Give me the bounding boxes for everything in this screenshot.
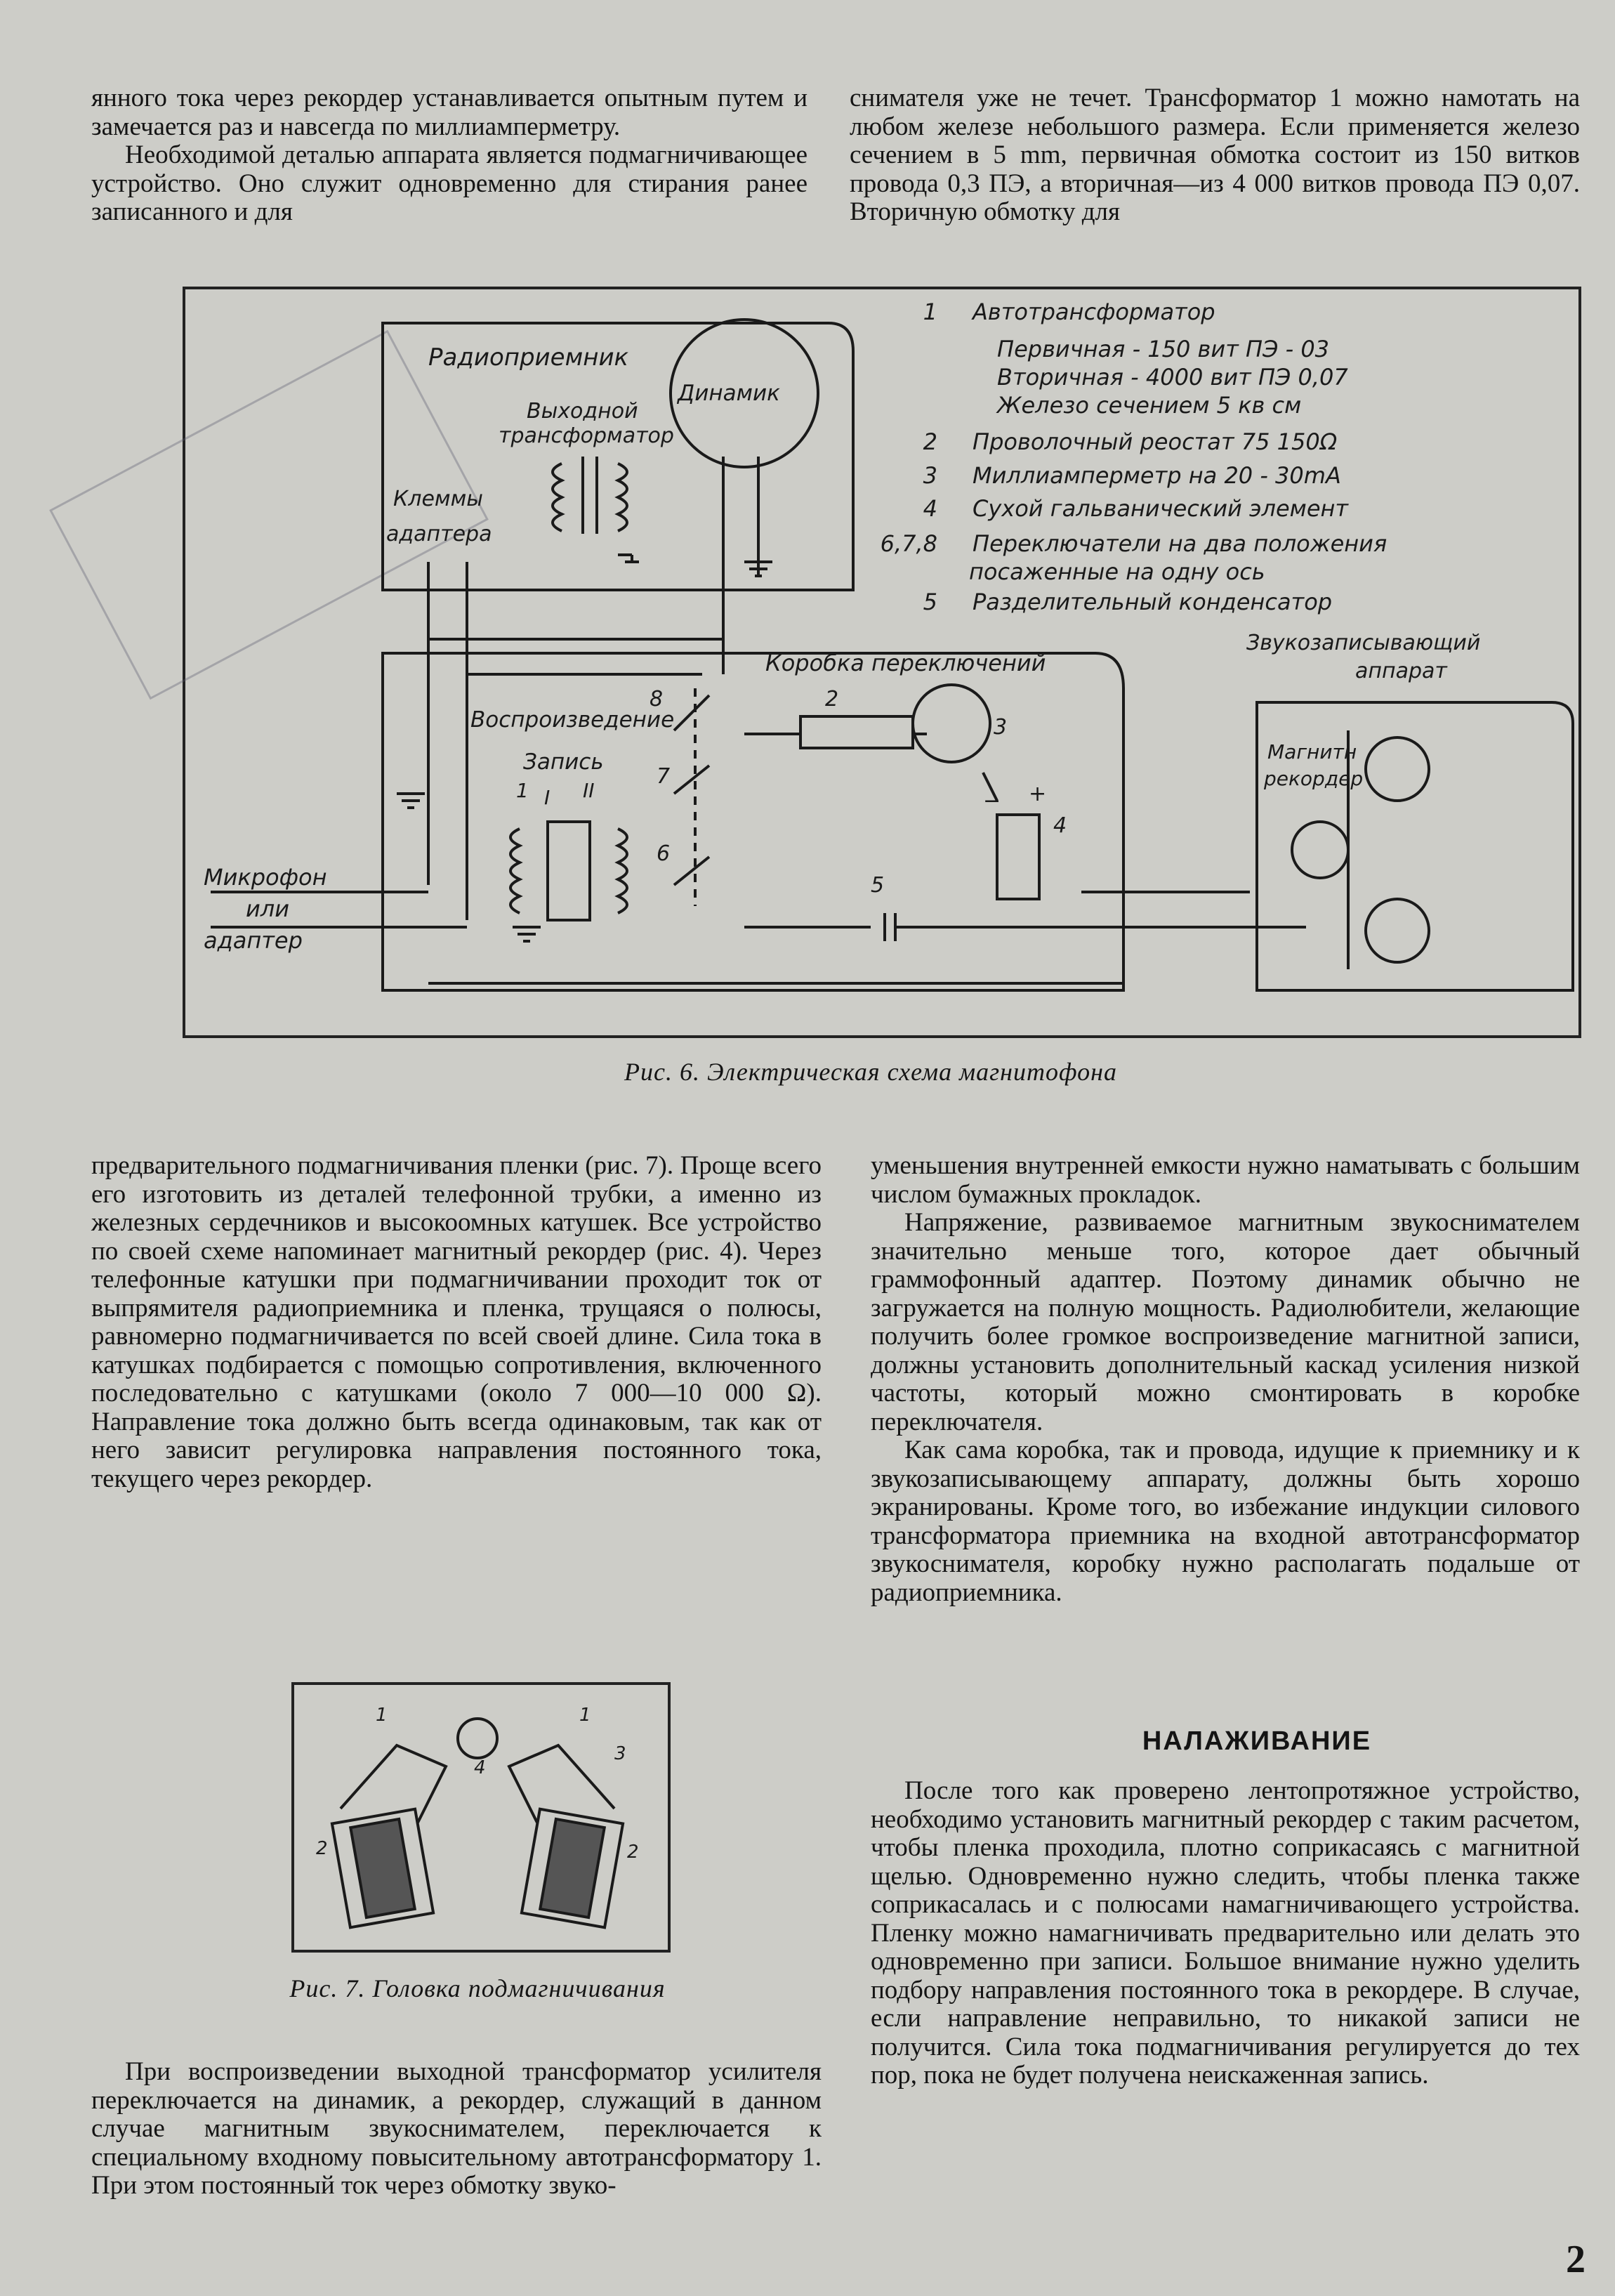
legend-number: 6,7,8 [881,530,937,557]
label-switch-box: Коробка переключений [765,650,1046,676]
legend-text: Проволочный реостат 75 150Ω [973,428,1338,455]
label-clamps-2: адаптера [386,522,492,546]
label-plus: + [1029,782,1046,806]
fig7-n1a: 1 [376,1705,388,1726]
legend-number: 1 [923,299,937,325]
paragraph: После того как проверено лентопротяжное … [871,1776,1580,2090]
label-n7: 7 [657,764,670,789]
fig7-n3: 3 [614,1743,626,1764]
label-recorder-app-2: аппарат [1355,659,1448,683]
paragraph: янного тока через рекордер устанавливает… [91,84,808,141]
legend-text: Разделительный конденсатор [973,589,1332,615]
label-mic-1: Микрофон [204,864,327,891]
label-mic-2: или [246,896,289,922]
figure-6-schematic: Радиоприемник Динамик Выходной трансформ… [204,299,1574,992]
figure-7-frame [291,1682,671,1953]
label-dynamic: Динамик [676,381,780,406]
legend-text: Сухой гальванический элемент [973,495,1349,522]
figure-6-frame [183,287,1581,1038]
label-minus: − [983,789,1001,813]
label-n3: 3 [994,715,1007,740]
label-clamps-1: Клеммы [393,487,483,511]
section-heading: НАЛАЖИВАНИЕ [1142,1726,1372,1756]
figure-6-caption: Рис. 6. Электрическая схема магнитофона [624,1058,1117,1086]
text-bottom-left: При воспроизведении выходной трансформат… [91,2057,822,2200]
label-magnetic-1: Магнитн [1267,740,1357,763]
paragraph: уменьшения внутренней емкости нужно нама… [871,1151,1580,1209]
fig7-n1b: 1 [579,1705,591,1726]
label-out-transformer-2: трансформатор [499,424,674,448]
label-radio: Радиоприемник [428,343,629,372]
text-mid-right: уменьшения внутренней емкости нужно нама… [871,1151,1580,1607]
label-nII: II [583,779,595,802]
label-n6: 6 [657,841,670,866]
label-out-transformer-1: Выходной [527,399,638,424]
legend-number: 4 [923,495,937,522]
paragraph: предварительного подмагничивания пленки … [91,1151,822,1493]
label-n4: 4 [1053,813,1067,838]
legend-text: Миллиамперметр на 20 - 30mA [973,462,1341,489]
paragraph: Как сама коробка, так и провода, идущие … [871,1436,1580,1607]
paragraph: Необходимой деталью аппарата является по… [91,140,808,226]
label-n8: 8 [650,687,663,711]
legend-text: посаженные на одну ось [969,558,1265,585]
label-nI: I [544,786,550,809]
label-record: Запись [523,749,604,775]
label-n1: 1 [516,779,529,802]
label-magnetic-2: рекордер [1263,767,1363,790]
fig7-n4: 4 [474,1757,486,1778]
figure-7-head-drawing: 1 1 2 2 3 4 [316,1705,639,1929]
legend-text: Железо сечением 5 кв см [996,392,1301,419]
text-top-left: янного тока через рекордер устанавливает… [91,84,808,227]
legend-text: Первичная - 150 вит ПЭ - 03 [997,336,1329,362]
legend-text: Переключатели на два положения [973,530,1387,557]
page-number: 2 [1566,2238,1586,2281]
legend-number: 2 [923,428,937,455]
paragraph: Напряжение, развиваемое магнитным звукос… [871,1208,1580,1436]
legend-number: 3 [923,462,937,489]
label-n2: 2 [825,687,838,711]
label-playback: Воспроизведение [470,707,674,733]
label-recorder-app-1: Звукозаписывающий [1246,631,1480,655]
legend-text: Вторичная - 4000 вит ПЭ 0,07 [997,364,1348,391]
label-mic-3: адаптер [204,927,303,954]
legend-number: 5 [923,589,937,615]
figure-7-caption: Рис. 7. Головка подмагничивания [289,1974,666,2002]
paragraph: снимателя уже не течет. Трансформатор 1 … [850,84,1580,226]
text-top-right: снимателя уже не течет. Трансформатор 1 … [850,84,1580,227]
fig7-n2b: 2 [627,1842,639,1863]
label-n5: 5 [871,873,884,898]
text-bottom-right: После того как проверено лентопротяжное … [871,1776,1580,2090]
legend-text: Автотрансформатор [971,299,1215,325]
fig7-n2a: 2 [316,1838,328,1859]
text-mid-left: предварительного подмагничивания пленки … [91,1151,822,1493]
paragraph: При воспроизведении выходной трансформат… [91,2057,822,2200]
